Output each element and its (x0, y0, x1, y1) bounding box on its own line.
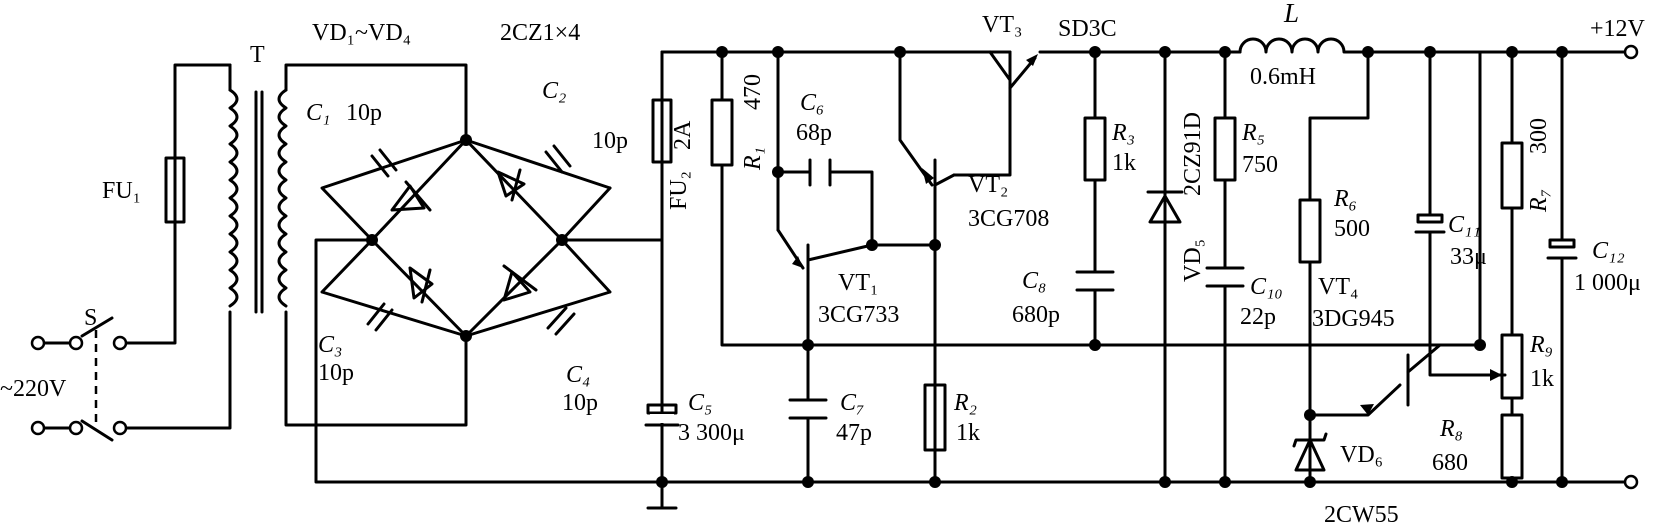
label-vt3: VT₃ (982, 12, 1022, 38)
label-vd-range: VD₁~VD₄ (312, 20, 411, 46)
label-c6: C₆ (800, 90, 824, 116)
capacitor-c6 (808, 158, 832, 187)
label-c1-value: 10p (346, 100, 382, 126)
label-c12-value: 1 000μ (1574, 270, 1641, 296)
label-c7-value: 47p (836, 420, 872, 446)
label-c1: C₁ (306, 100, 330, 126)
label-fu2-value: 2A (670, 120, 696, 150)
transistor-vt3 (988, 50, 1038, 102)
label-c3: C₃ (318, 332, 342, 358)
label-c11: C₁₁ (1448, 212, 1481, 238)
label-vt2: VT₂ (968, 172, 1008, 198)
resistor-r7 (1500, 141, 1524, 210)
label-l: L (1283, 0, 1299, 28)
junction-dots (366, 46, 1568, 488)
label-vd5-type: 2CZ91D (1180, 112, 1206, 196)
label-r1-value: 470 (740, 74, 766, 110)
label-r8: R₈ (1439, 416, 1463, 442)
label-vt3-type: SD3C (1058, 16, 1117, 42)
label-output: +12V (1590, 16, 1646, 42)
label-transformer: T (250, 42, 265, 68)
label-fu1: FU₁ (102, 178, 141, 204)
diode-vd5 (1146, 190, 1184, 224)
label-vt4: VT₄ (1318, 274, 1358, 300)
resistor-r6 (1298, 198, 1322, 264)
label-r2: R₂ (953, 390, 977, 416)
label-r3: R₃ (1111, 120, 1135, 146)
label-vt1-type: 3CG733 (818, 302, 899, 328)
capacitor-c5 (644, 403, 680, 427)
bridge-diodes (390, 168, 538, 304)
capacitor-c10 (1205, 266, 1245, 288)
transformer-t (228, 88, 288, 314)
resistor-r2 (923, 383, 947, 452)
label-vt1: VT₁ (838, 270, 878, 296)
resistor-r1 (710, 98, 734, 167)
transistor-vt1 (792, 256, 803, 268)
label-fu2: FU₂ (666, 171, 692, 210)
label-c4-value: 10p (562, 390, 598, 416)
label-c3-value: 10p (318, 360, 354, 386)
resistor-r5 (1213, 116, 1237, 182)
bridge-capacitors (366, 144, 576, 336)
label-r6-value: 500 (1334, 216, 1370, 242)
label-bridge-diodes: 2CZ1×4 (500, 20, 580, 46)
potentiometer-r9 (1490, 333, 1524, 400)
label-mains: ~220V (0, 376, 67, 402)
resistor-r8 (1500, 413, 1524, 480)
label-vd5: VD₅ (1180, 239, 1206, 282)
label-vd6-type: 2CW55 (1324, 502, 1399, 525)
label-switch: S (84, 305, 97, 331)
label-c8: C₈ (1022, 268, 1046, 294)
label-r8-value: 680 (1432, 450, 1468, 476)
label-r2-value: 1k (956, 420, 980, 446)
label-c7: C₇ (840, 390, 864, 416)
label-r6: R₆ (1333, 186, 1357, 212)
label-r1: R₁ (740, 147, 766, 171)
label-c5: C₅ (688, 390, 712, 416)
label-c4: C₄ (566, 362, 590, 388)
label-vd6: VD₆ (1340, 442, 1383, 468)
zener-vd6 (1292, 432, 1328, 472)
terminals (30, 44, 1639, 490)
label-c10: C₁₀ (1250, 274, 1283, 300)
label-c2-value: 10p (592, 128, 628, 154)
transistor-vt2 (922, 158, 956, 212)
label-vt4-type: 3DG945 (1312, 306, 1395, 332)
transistor-vt4 (1360, 404, 1374, 415)
label-r5: R₅ (1241, 120, 1265, 146)
label-r9-value: 1k (1530, 366, 1554, 392)
label-l-value: 0.6mH (1250, 64, 1316, 90)
label-c11-value: 33μ (1450, 244, 1487, 270)
label-c10-value: 22p (1240, 304, 1276, 330)
label-vt2-type: 3CG708 (968, 206, 1049, 232)
fuse-fu2 (651, 98, 673, 164)
label-c5-value: 3 300μ (678, 420, 745, 446)
capacitor-c8 (1075, 270, 1115, 292)
label-r7-value: 300 (1526, 118, 1552, 154)
resistor-r3 (1083, 116, 1107, 182)
label-c8-value: 680p (1012, 302, 1060, 328)
capacitor-c12 (1546, 238, 1578, 260)
label-c2: C₂ (542, 78, 566, 104)
label-r7: R₇ (1526, 189, 1552, 213)
label-r3-value: 1k (1112, 150, 1136, 176)
capacitor-c7 (788, 398, 828, 420)
label-r9: R₉ (1529, 332, 1553, 358)
label-r5-value: 750 (1242, 152, 1278, 178)
inductor-l (1238, 37, 1346, 54)
label-c12: C₁₂ (1592, 238, 1625, 264)
capacitor-c11 (1414, 213, 1446, 234)
label-c6-value: 68p (796, 120, 832, 146)
